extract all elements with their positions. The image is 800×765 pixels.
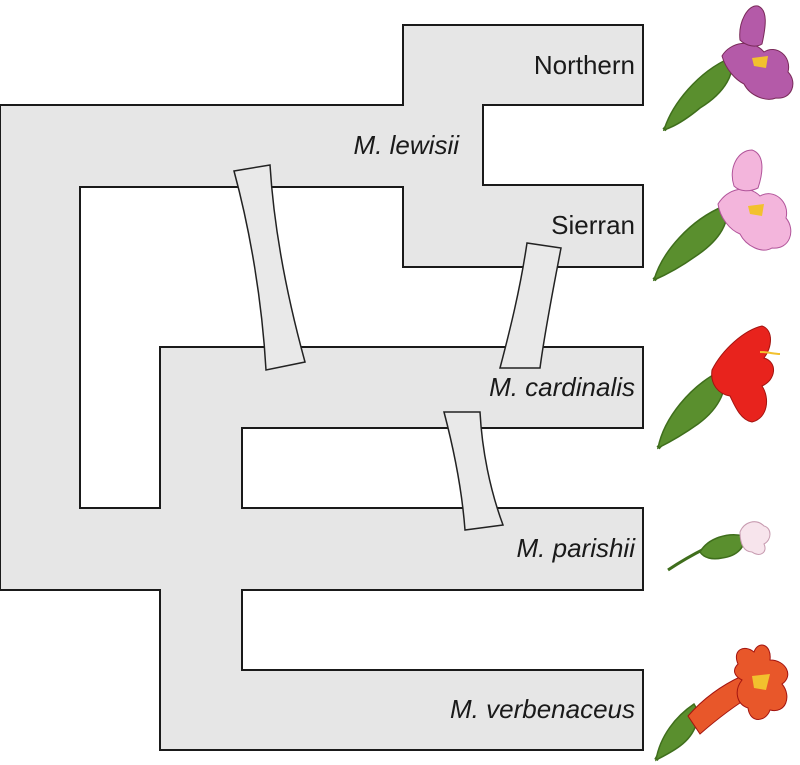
label-m-parishii: M. parishii xyxy=(517,533,637,563)
pink-mimulus-flower-icon xyxy=(652,149,792,282)
purple-mimulus-flower-icon xyxy=(662,5,794,132)
red-mimulus-flower-icon xyxy=(656,325,781,450)
species-tree xyxy=(0,24,644,751)
label-sierran: Sierran xyxy=(551,210,635,240)
orange-red-mimulus-flower-icon xyxy=(654,644,789,762)
gene-flow-lewisii-to-cardinalis xyxy=(233,164,306,371)
label-m-lewisii: M. lewisii xyxy=(354,130,461,160)
gene-flow-sierran-to-cardinalis xyxy=(499,242,562,369)
label-m-verbenaceus: M. verbenaceus xyxy=(450,694,635,724)
label-m-cardinalis: M. cardinalis xyxy=(489,372,635,402)
white-small-mimulus-flower-icon xyxy=(667,521,771,572)
label-northern: Northern xyxy=(534,50,635,80)
gene-flow-cardinalis-to-parishii xyxy=(443,411,505,531)
